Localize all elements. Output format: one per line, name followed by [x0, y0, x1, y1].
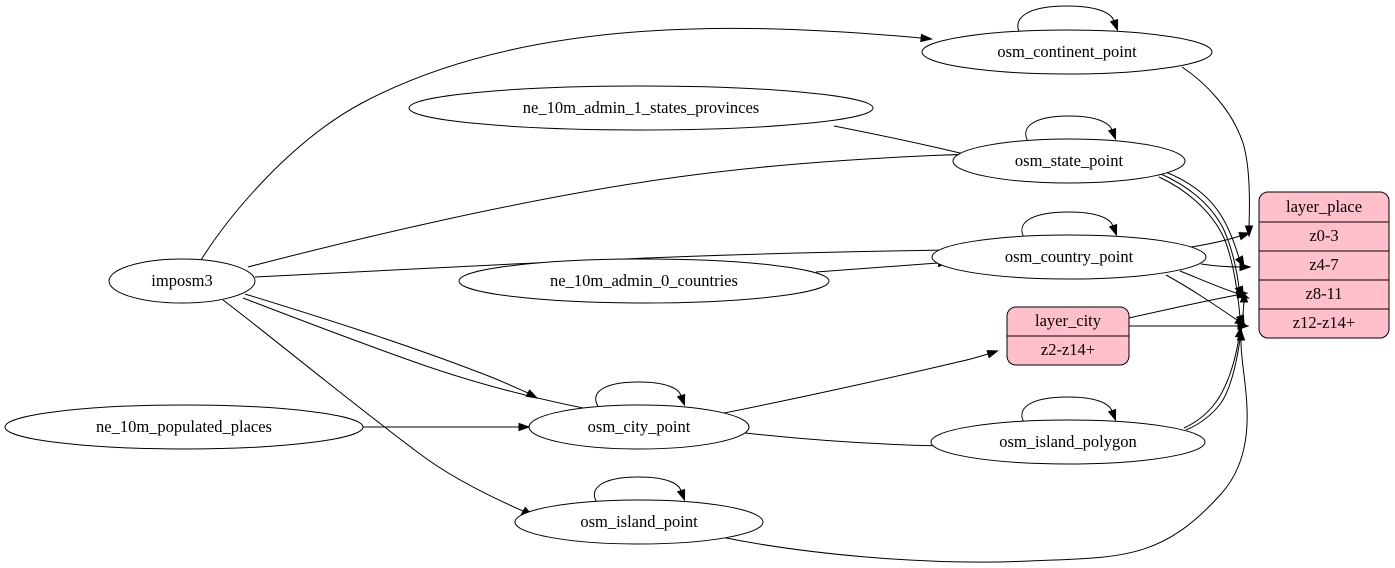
- edge-ne_10m_admin_0_countries-to-osm_country_point[interactable]: [815, 258, 950, 273]
- node-ne_10m_admin_1_states_provinces[interactable]: ne_10m_admin_1_states_provinces: [408, 85, 874, 131]
- edge-osm_island_polygon-self-loop[interactable]: [1021, 396, 1117, 425]
- edge-osm_island_point-to-layer_place_z12[interactable]: [720, 328, 1248, 563]
- edge-osm_city_point-self-loop[interactable]: [595, 381, 686, 410]
- edge-osm_country_point-to-layer_place_z4_7[interactable]: [1200, 262, 1252, 272]
- edge-osm_country_point-to-layer_place_z0_3[interactable]: [1184, 232, 1251, 249]
- edge-osm_country_point-to-layer_place_z12[interactable]: [1165, 274, 1247, 326]
- edge-ne_10m_populated_places-to-osm_city_point[interactable]: [363, 422, 531, 432]
- edge-osm_country_point-self-loop[interactable]: [1021, 211, 1118, 240]
- edge-osm_island_point-self-loop[interactable]: [593, 476, 686, 505]
- edge-layer_city-to-layer_place_z8_11[interactable]: [1128, 291, 1249, 319]
- node-ne_10m_populated_places[interactable]: ne_10m_populated_places: [4, 404, 364, 450]
- node-osm_state_point[interactable]: osm_state_point: [952, 138, 1186, 184]
- node-layer_place[interactable]: layer_place z0-3 z4-7 z8-11 z12-z14+: [1258, 191, 1390, 339]
- node-osm_city_point[interactable]: osm_city_point: [528, 404, 750, 450]
- node-osm_island_polygon[interactable]: osm_island_polygon: [930, 419, 1206, 465]
- edge-imposm3-to-osm_state_point[interactable]: [247, 149, 987, 268]
- node-osm_continent_point[interactable]: osm_continent_point: [921, 29, 1213, 75]
- edge-osm_island_polygon-to-layer_place_z12[interactable]: [1183, 325, 1244, 429]
- edge-imposm3-to-osm_continent_point[interactable]: [200, 27, 934, 261]
- edge-osm_island_polygon-to-layer_place_z8_11[interactable]: [1185, 290, 1249, 431]
- edge-osm_city_point-to-layer_city_z2[interactable]: [718, 350, 999, 415]
- edge-imposm3-to-osm_city_point[interactable]: [244, 293, 539, 399]
- edge-osm_continent_point-to-layer_place_z0_3[interactable]: [1181, 66, 1254, 238]
- node-osm_island_point[interactable]: osm_island_point: [514, 499, 764, 545]
- edge-osm_continent_point-self-loop[interactable]: [1017, 5, 1119, 35]
- edge-osm_state_point-self-loop[interactable]: [1025, 115, 1117, 144]
- node-imposm3[interactable]: imposm3: [108, 258, 256, 304]
- node-ne_10m_admin_0_countries[interactable]: ne_10m_admin_0_countries: [458, 258, 830, 304]
- node-layer: imposm3 ne_10m_populated_places ne_10m_a…: [4, 29, 1213, 545]
- edge-layer_city-to-layer_place_z12[interactable]: [1129, 321, 1250, 331]
- node-layer_city[interactable]: layer_city z2-z14+: [1006, 306, 1130, 366]
- node-osm_country_point[interactable]: osm_country_point: [931, 234, 1207, 280]
